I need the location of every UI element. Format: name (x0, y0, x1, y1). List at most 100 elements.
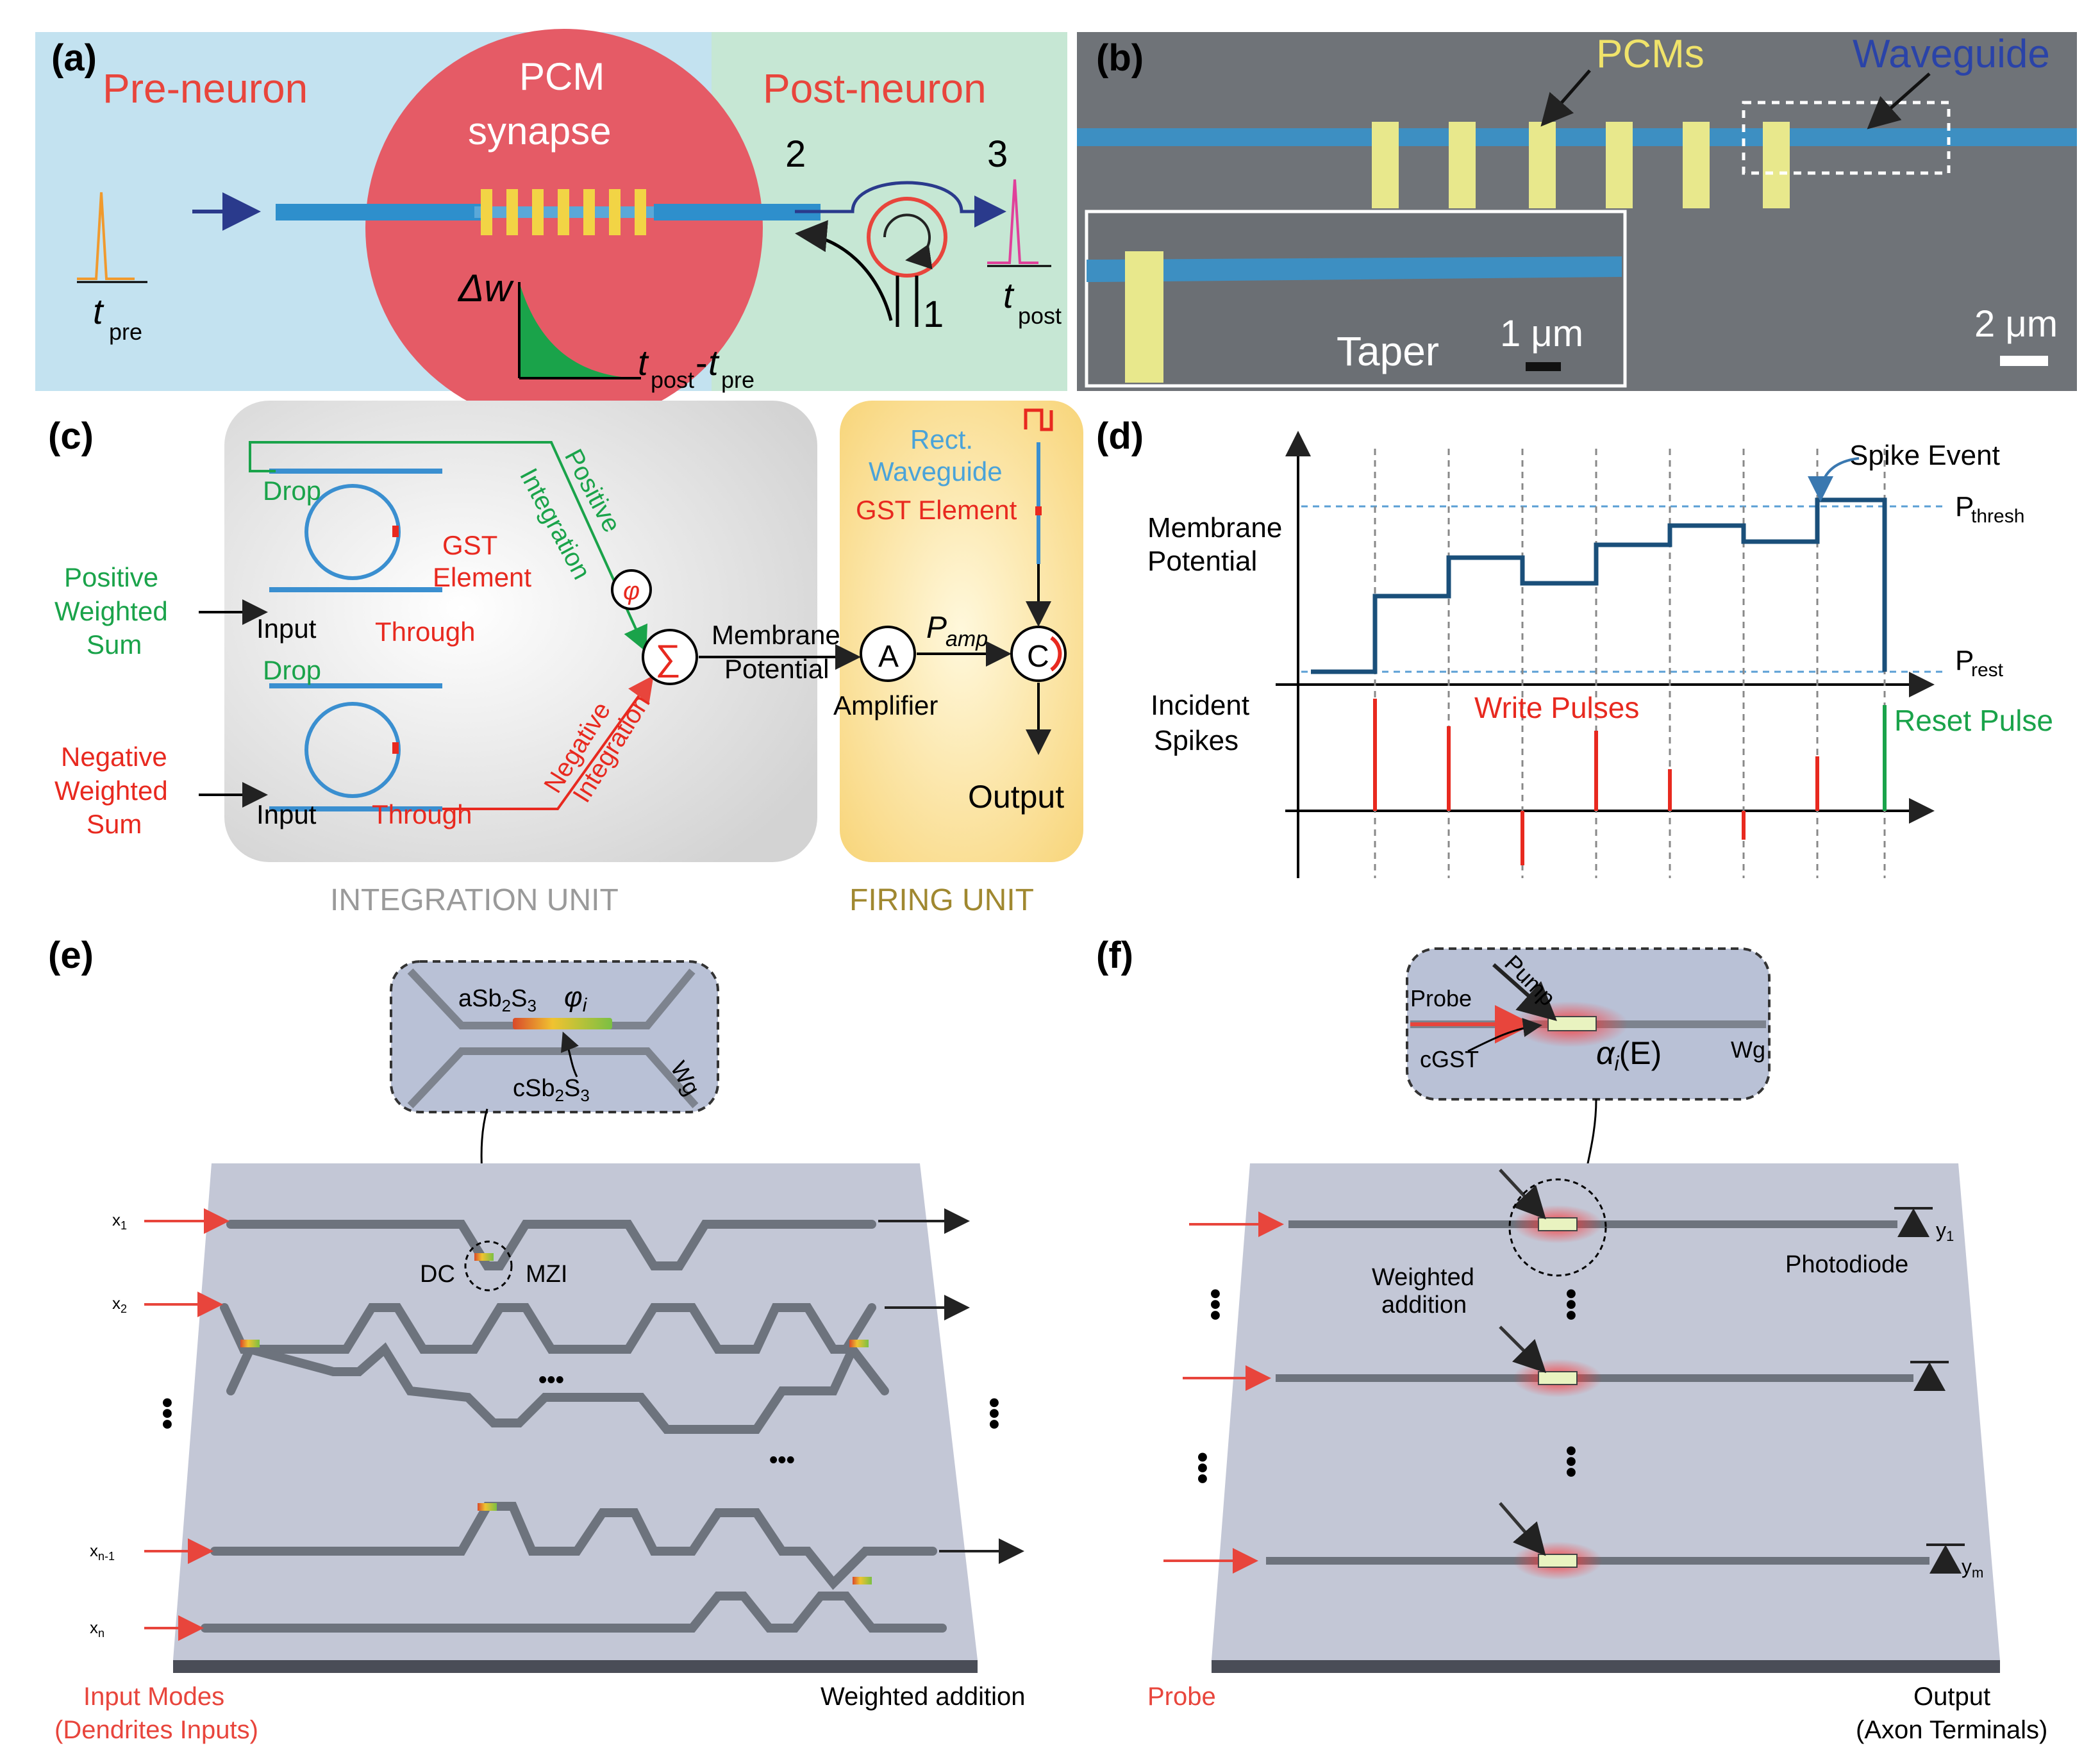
panel-a: (a) Pre-neuron PCM synapse Post-neuron t… (35, 29, 1067, 426)
input-labels-e: x1 x2 xn-1 xn (90, 1210, 127, 1640)
delta-w-label: Δw (457, 267, 514, 310)
p-amp-sub: amp (946, 627, 988, 651)
post-neuron-label: Post-neuron (763, 65, 987, 112)
dash: - (696, 342, 708, 383)
sigma-symbol: ∑ (655, 637, 681, 678)
phase-shifter (611, 569, 652, 610)
axon-label: (Axon Terminals) (1856, 1716, 2047, 1744)
t-post-minus: t (638, 342, 649, 383)
dendrites-label: (Dendrites Inputs) (54, 1716, 258, 1744)
probe-bottom-label: Probe (1147, 1683, 1216, 1711)
t-pre-sub-2: pre (721, 367, 754, 393)
svg-text:•••: ••• (1554, 1288, 1588, 1320)
p-thresh: P (1955, 491, 1974, 522)
post-spike (987, 179, 1038, 264)
panel-letter-f: (f) (1096, 935, 1133, 976)
pump-arrows-f (1499, 1169, 1547, 1556)
probe-inset-label: Probe (1410, 985, 1472, 1011)
output-label: Output (968, 779, 1064, 815)
amplifier-label: Amplifier (833, 690, 938, 720)
c-sb2s3-label: cSb2S3 (513, 1075, 590, 1105)
neg-weighted-2: Weighted (54, 776, 168, 806)
sb2s3-cell (513, 1018, 612, 1029)
waveguide-left (276, 204, 481, 220)
svg-text:•••: ••• (1185, 1452, 1219, 1484)
sem-waveguide (1077, 128, 2077, 146)
dc-label: DC (420, 1261, 455, 1288)
vertical-dots-f: ••• ••• ••• ••• (1185, 1288, 1588, 1484)
positive-integration-path (249, 441, 648, 653)
addition-label: addition (1381, 1292, 1467, 1318)
element-label-1: Element (433, 562, 531, 592)
panel-f: (f) Probe Pump cGST αi(E) Wg (1096, 935, 2047, 1744)
feedback-arrow (795, 220, 893, 321)
svg-text:•••: ••• (977, 1397, 1011, 1429)
port-2: 2 (785, 133, 806, 175)
through-label-2: Through (372, 799, 472, 829)
amplifier-a: A (878, 640, 899, 674)
output-arrows-e (878, 1208, 1024, 1564)
circulator-c: C (1027, 640, 1049, 674)
rect-label: Rect. (910, 424, 973, 454)
chip-e (173, 1163, 978, 1660)
membrane-label: Membrane (712, 620, 840, 650)
synapse-label: synapse (468, 110, 611, 153)
neg-weighted-3: Sum (87, 809, 142, 839)
time-gridlines (1374, 449, 1886, 878)
t-pre-sub: pre (109, 319, 142, 345)
svg-text:x2: x2 (112, 1293, 127, 1315)
taper-inset (1085, 210, 1627, 388)
waveguide-label: Waveguide (1853, 32, 2050, 76)
alpha-label: αi(E) (1596, 1035, 1662, 1075)
weighted-addition-label-e: Weighted addition (821, 1683, 1026, 1711)
pre-spike (77, 192, 135, 280)
panel-letter-b: (b) (1096, 37, 1144, 79)
port-3: 3 (987, 133, 1008, 175)
a-sb2s3-label: aSb2S3 (458, 985, 537, 1015)
scale-bar-large-label: 2 μm (1974, 303, 2058, 345)
amplifier-node (860, 626, 916, 682)
firing-unit-box (840, 401, 1083, 862)
spike-event-label: Spike Event (1849, 440, 2000, 471)
dc-inset (390, 960, 719, 1113)
taper-pcm (1125, 251, 1163, 383)
phi-i-label: φi (564, 981, 588, 1016)
svg-text:•••: ••• (1554, 1445, 1588, 1477)
pre-neuron-label: Pre-neuron (103, 65, 308, 112)
gst-element-label: GST Element (856, 495, 1017, 525)
p-thresh-sub: thresh (1971, 506, 2024, 527)
ellipsis-e-2: ••• (769, 1447, 795, 1474)
panel-e: (e) aSb2S3 φi cSb2S3 Wg DC MZI (48, 935, 1026, 1744)
input-arrows-e (144, 1208, 229, 1641)
taper-waveguide (1087, 256, 1622, 282)
through-label-1: Through (375, 617, 475, 647)
weighted-label: Weighted (1372, 1264, 1474, 1291)
probe-arrows-f (1163, 1211, 1284, 1574)
cgst-cell (1547, 1016, 1597, 1031)
input-pulse-icon (1024, 408, 1053, 431)
svg-text:xn: xn (90, 1618, 104, 1640)
scale-bar-small (1526, 362, 1561, 371)
svg-text:•••: ••• (150, 1397, 184, 1429)
t-post-sub: post (1018, 303, 1062, 329)
panel-c: (c) Drop GST Element Input Through Drop … (48, 401, 1083, 917)
t-post: t (1003, 275, 1015, 315)
scale-bar-large (2000, 356, 2048, 366)
svg-text:x1: x1 (112, 1210, 127, 1232)
svg-text:xn-1: xn-1 (90, 1541, 115, 1563)
photodiode-label: Photodiode (1785, 1251, 1908, 1278)
negative-integration-path (442, 675, 654, 810)
write-pulses-label: Write Pulses (1474, 691, 1639, 724)
t-post-sub-1: post (651, 367, 694, 393)
membrane-potential-trace (1311, 497, 1887, 674)
write-pulses (1373, 699, 1819, 865)
integration-unit-label: INTEGRATION UNIT (330, 883, 619, 917)
potential-axis-label: Potential (1147, 545, 1257, 577)
p-rest-sub: rest (1971, 660, 2004, 681)
panel-letter-e: (e) (48, 935, 94, 976)
mzi-label: MZI (526, 1261, 567, 1288)
output-bottom-label: Output (1913, 1683, 1990, 1711)
photodiodes (1894, 1207, 1965, 1574)
t-pre: t (93, 291, 104, 331)
drop-label-2: Drop (263, 655, 321, 685)
